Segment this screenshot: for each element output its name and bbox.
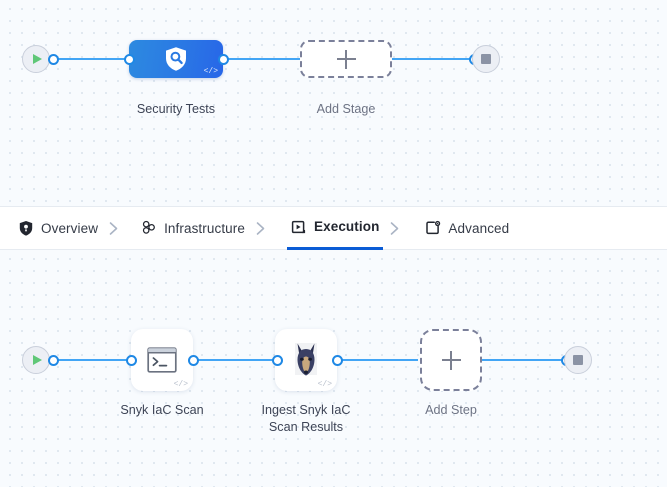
stop-icon: [481, 54, 491, 64]
wire-add-to-end: [482, 359, 568, 361]
tab-separator-2: [249, 221, 271, 236]
step-start-node[interactable]: [22, 346, 50, 374]
add-stage-label: Add Stage: [316, 102, 376, 116]
connector-dot-stage-out[interactable]: [218, 53, 229, 65]
connector-dot-start[interactable]: [48, 53, 59, 65]
terminal-icon: [147, 347, 177, 373]
doberman-dog-icon: [295, 343, 317, 376]
step-canvas[interactable]: </> Snyk IaC Scan </>: [0, 250, 667, 487]
tab-infrastructure[interactable]: Infrastructure: [137, 207, 249, 250]
tab-overview[interactable]: Overview: [14, 207, 102, 250]
connector-dot-step1-in[interactable]: [126, 354, 137, 366]
step-label-ingest-snyk-results: Ingest Snyk IaC Scan Results: [261, 403, 351, 434]
step-end-node[interactable]: [564, 346, 592, 374]
tab-execution[interactable]: Execution: [287, 207, 384, 250]
wire-start-to-step1: [52, 359, 134, 361]
wire-start-to-stage: [52, 58, 134, 60]
connector-dot-start[interactable]: [48, 354, 59, 366]
add-step-button[interactable]: [420, 329, 482, 391]
wire-add-to-end: [390, 58, 476, 60]
connector-dot-step1-out[interactable]: [188, 354, 199, 366]
stop-icon: [573, 355, 583, 365]
code-badge: </>: [317, 380, 332, 389]
nodes-cluster-icon: [142, 220, 155, 234]
shield-icon: [19, 221, 33, 236]
plus-icon: [441, 350, 461, 370]
connector-dot-step2-in[interactable]: [272, 354, 283, 366]
connector-dot-stage-in[interactable]: [124, 53, 135, 65]
play-icon: [33, 54, 42, 64]
wire-step2-to-add: [336, 359, 418, 361]
add-step-label: Add Step: [425, 403, 477, 417]
plus-icon: [336, 49, 356, 69]
shield-search-icon: [166, 47, 186, 71]
tab-label-overview: Overview: [41, 220, 99, 236]
tab-label-advanced: Advanced: [448, 220, 510, 236]
pipeline-end-node[interactable]: [472, 45, 500, 73]
tab-label-infrastructure: Infrastructure: [164, 220, 245, 236]
play-box-icon: [291, 220, 306, 233]
step-label-snyk-iac-scan: Snyk IaC Scan: [120, 403, 204, 417]
stage-canvas[interactable]: </> Security Tests Add Stage: [0, 0, 667, 206]
step-node-snyk-iac-scan[interactable]: </>: [131, 329, 193, 391]
connector-dot-step2-out[interactable]: [332, 354, 343, 366]
code-badge: </>: [173, 380, 188, 389]
stage-label-security-tests: Security Tests: [136, 102, 216, 116]
code-badge: </>: [203, 67, 218, 76]
wire-stage-to-add: [222, 58, 304, 60]
chevron-right-icon: [390, 221, 399, 235]
play-icon: [33, 355, 42, 365]
tab-label-execution: Execution: [314, 219, 380, 234]
section-tab-bar: Overview Infrastructure: [0, 206, 667, 250]
chevron-right-icon: [256, 221, 264, 235]
tab-separator-1: [102, 221, 124, 236]
step-node-ingest-snyk-results[interactable]: </>: [275, 329, 337, 391]
pipeline-start-node[interactable]: [22, 45, 50, 73]
tab-advanced[interactable]: Advanced: [421, 207, 513, 250]
chevron-right-icon: [109, 221, 117, 235]
add-stage-button[interactable]: [300, 40, 392, 78]
tab-separator-3: [383, 221, 405, 236]
stage-node-security-tests[interactable]: </>: [129, 40, 223, 78]
wire-step1-to-step2: [192, 359, 278, 361]
gear-box-icon: [426, 220, 441, 235]
